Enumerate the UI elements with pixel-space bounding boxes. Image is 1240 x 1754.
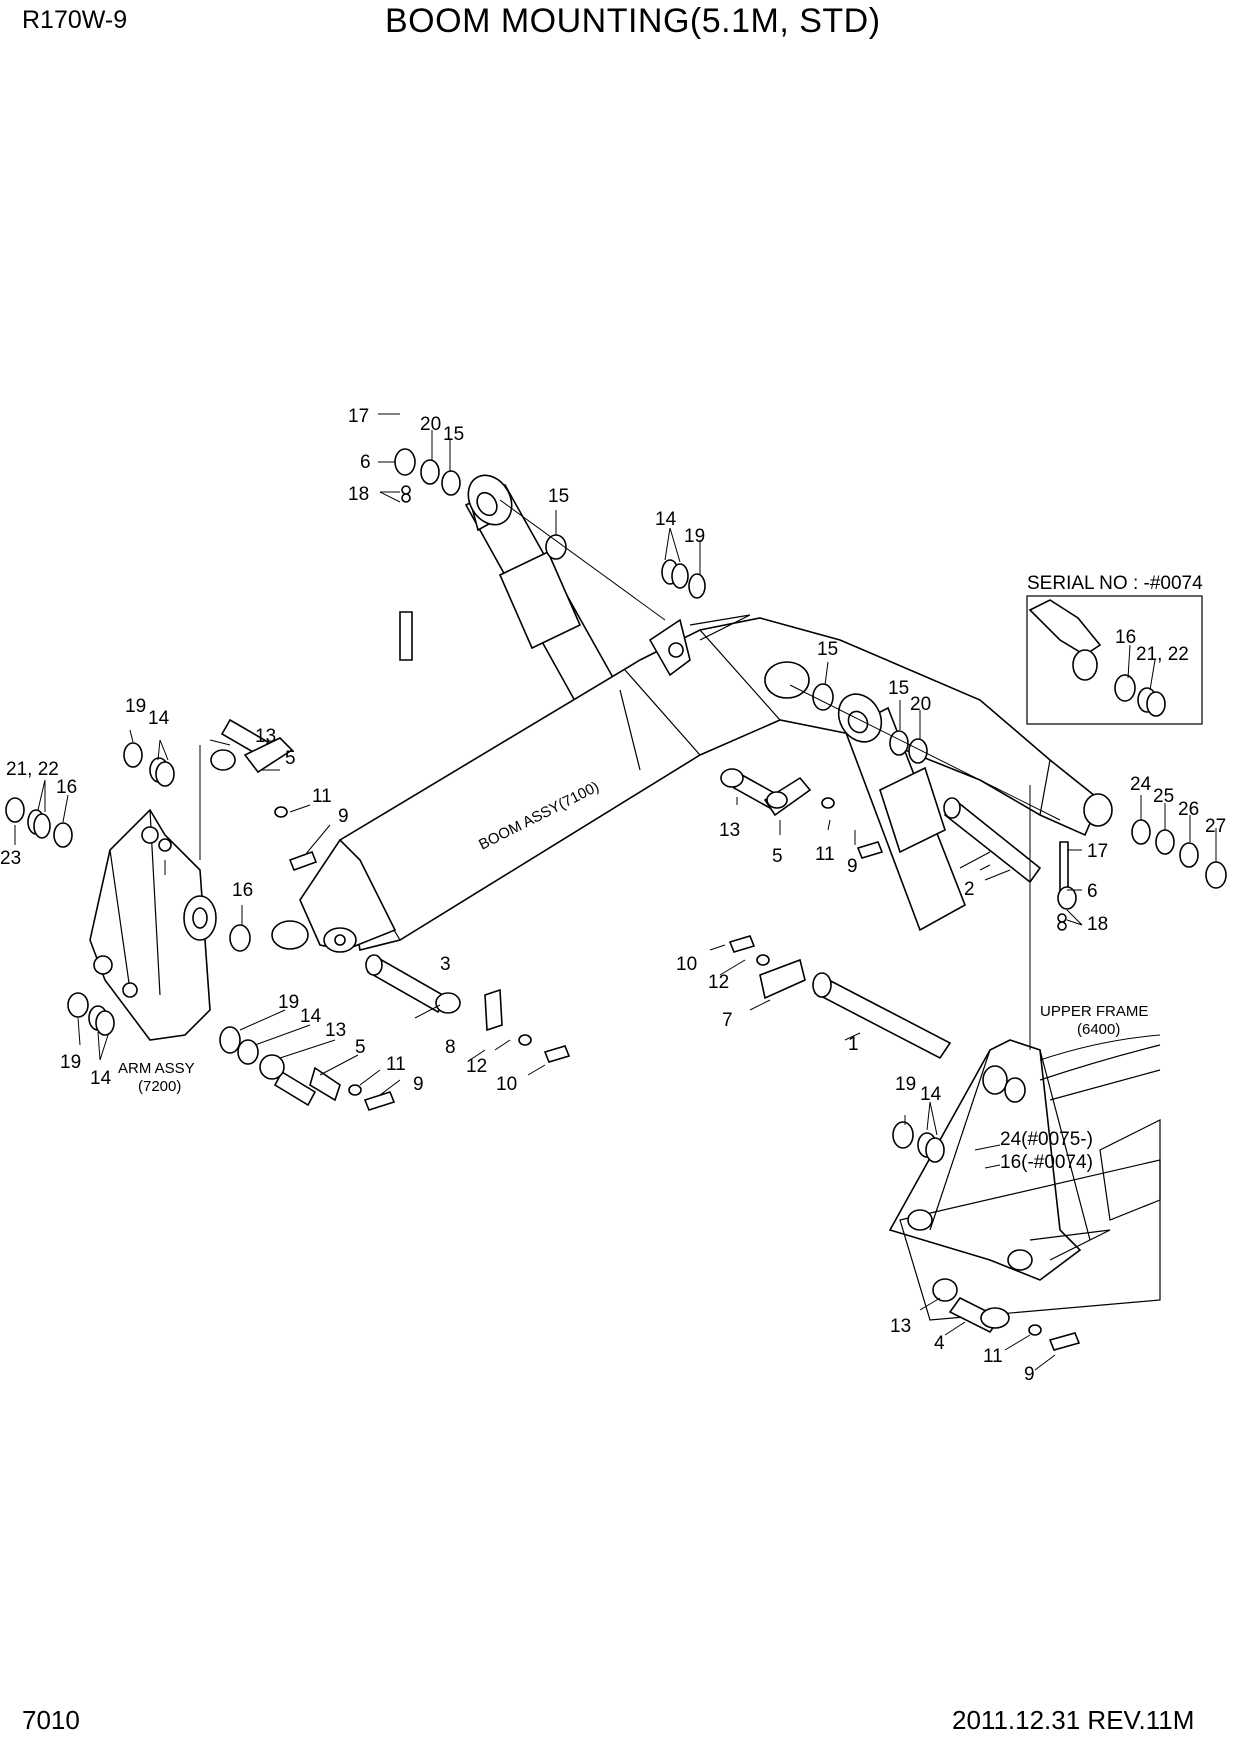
callout-9: 9	[413, 1074, 424, 1095]
callout-23: 23	[0, 848, 21, 869]
serial-inset	[1026, 595, 1203, 725]
callout-24: 24	[1130, 774, 1152, 795]
callout-20: 20	[420, 414, 441, 435]
callout-8: 8	[445, 1037, 456, 1058]
pin-2	[943, 797, 1042, 884]
callout-19: 19	[895, 1074, 916, 1095]
callout-25: 25	[1153, 786, 1174, 807]
callout-7: 7	[722, 1010, 733, 1031]
callout-5: 5	[772, 846, 783, 867]
callout-19: 19	[125, 696, 146, 717]
callout-5: 5	[355, 1037, 366, 1058]
callout-9: 9	[1024, 1364, 1035, 1385]
page-title: BOOM MOUNTING(5.1M, STD)	[385, 2, 881, 40]
arm-assy-label: ARM ASSY	[118, 1060, 195, 1077]
callout-3: 3	[440, 954, 451, 975]
boom-cylinder-lower	[837, 693, 966, 932]
callout-21-22: 21, 22	[1136, 644, 1189, 665]
callout-10: 10	[496, 1074, 517, 1095]
callout-11: 11	[815, 844, 835, 865]
callout-19: 19	[60, 1052, 81, 1073]
callout-10: 10	[676, 954, 697, 975]
callout-1: 1	[848, 1034, 859, 1055]
revision-date: 2011.12.31 REV.11M	[952, 1705, 1195, 1735]
arm-assy-number: (7200)	[138, 1078, 181, 1095]
pin-1	[812, 972, 952, 1060]
callout-13: 13	[325, 1020, 346, 1041]
callout-14: 14	[300, 1006, 322, 1027]
callout-13: 13	[719, 820, 740, 841]
callout-19: 19	[684, 526, 705, 547]
callout-18: 18	[348, 484, 369, 505]
callout-12: 12	[708, 972, 729, 993]
serial-note: SERIAL NO : -#0074	[1027, 573, 1203, 594]
upper-frame-label: UPPER FRAME	[1040, 1003, 1148, 1020]
callout-14: 14	[148, 708, 170, 729]
callout-14: 14	[655, 509, 677, 530]
lock-plate-8	[484, 988, 503, 1032]
callout-21-22: 21, 22	[6, 759, 59, 780]
callout-2: 2	[964, 879, 975, 900]
callout-16-serial: 16(-#0074)	[1000, 1152, 1093, 1173]
boom-cylinder-upper	[464, 474, 622, 712]
callout-11: 11	[983, 1346, 1003, 1367]
callout-16: 16	[1115, 627, 1136, 648]
callout-15: 15	[443, 424, 464, 445]
pin-5-bottom	[273, 1066, 341, 1107]
upper-frame	[888, 1039, 1161, 1321]
callout-27: 27	[1205, 816, 1226, 837]
callouts: 17 6 18 20 15 15 14 19 15 15 20 16 21, 2…	[0, 406, 1226, 1385]
pin-5-middle	[732, 773, 812, 817]
lock-plate-7	[759, 958, 806, 1000]
pin-3	[365, 954, 461, 1014]
callout-19: 19	[278, 992, 299, 1013]
callout-5: 5	[285, 748, 296, 769]
boom-body	[271, 614, 1113, 953]
callout-17: 17	[348, 406, 369, 427]
callout-17: 17	[1087, 841, 1108, 862]
page-number: 7010	[22, 1705, 80, 1735]
callout-16: 16	[232, 880, 253, 901]
callout-14: 14	[920, 1084, 942, 1105]
callout-15: 15	[548, 486, 569, 507]
callout-9: 9	[847, 856, 858, 877]
callout-13: 13	[255, 726, 276, 747]
pin-5-left	[220, 718, 294, 774]
callout-6: 6	[360, 452, 371, 473]
callout-15: 15	[888, 678, 909, 699]
callout-6: 6	[1087, 881, 1098, 902]
upper-frame-number: (6400)	[1077, 1021, 1120, 1038]
callout-4: 4	[934, 1333, 945, 1354]
callout-13: 13	[890, 1316, 911, 1337]
leader-lines	[14, 413, 1217, 1371]
callout-24-serial: 24(#0075-)	[1000, 1129, 1093, 1150]
bolts	[288, 611, 1081, 1351]
callout-26: 26	[1178, 799, 1199, 820]
callout-11: 11	[386, 1054, 406, 1075]
arm-bracket	[89, 808, 217, 1041]
callout-16: 16	[56, 777, 77, 798]
callout-15: 15	[817, 639, 838, 660]
pin-4	[948, 1296, 1010, 1334]
callout-20: 20	[910, 694, 931, 715]
callout-11: 11	[312, 786, 332, 807]
callout-18: 18	[1087, 914, 1108, 935]
callout-9: 9	[338, 806, 349, 827]
model-number: R170W-9	[22, 6, 128, 34]
callout-12: 12	[466, 1056, 487, 1077]
callout-14: 14	[90, 1068, 112, 1089]
washers	[5, 448, 1227, 1336]
